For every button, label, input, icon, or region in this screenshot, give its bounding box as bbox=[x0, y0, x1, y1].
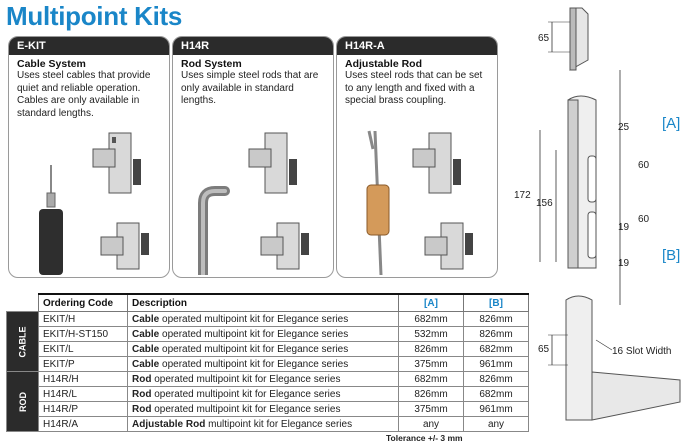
row-description: Rod operated multipoint kit for Elegance… bbox=[127, 386, 399, 402]
dim-bottom: 65 bbox=[538, 344, 550, 355]
col-description: Description bbox=[127, 293, 399, 312]
col-b: [B] bbox=[463, 293, 529, 312]
table-row: H14R/A Adjustable Rod multipoint kit for… bbox=[7, 416, 529, 432]
dim-middle: 156 bbox=[536, 198, 553, 209]
table-row: ROD H14R/H Rod operated multipoint kit f… bbox=[6, 371, 529, 432]
dim-top: 65 bbox=[538, 33, 550, 44]
technical-drawing: 65 [A] [B] 25 60 60 172 156 19 19 65 16 … bbox=[514, 7, 681, 421]
row-a: 375mm bbox=[398, 401, 464, 417]
col-a: [A] bbox=[398, 293, 464, 312]
row-a: 826mm bbox=[398, 386, 464, 402]
row-a: any bbox=[398, 416, 464, 432]
ordering-table: Ordering Code Description [A] [B] CABLE … bbox=[6, 293, 529, 432]
table-row: EKIT/P Cable operated multipoint kit for… bbox=[7, 356, 529, 372]
panel-subtitle: Rod System bbox=[181, 58, 242, 70]
dim-total: 172 bbox=[514, 190, 531, 201]
row-b: 682mm bbox=[463, 386, 529, 402]
row-a: 532mm bbox=[398, 326, 464, 342]
panel-subtitle: Cable System bbox=[17, 58, 86, 70]
table-row: EKIT/H-ST150 Cable operated multipoint k… bbox=[7, 326, 529, 342]
row-code: H14R/A bbox=[38, 416, 128, 432]
row-description: Adjustable Rod multipoint kit for Elegan… bbox=[127, 416, 399, 432]
dim-slot-w: 19 bbox=[618, 222, 630, 233]
dim-slot-upper: 60 bbox=[638, 160, 650, 171]
row-code: EKIT/H-ST150 bbox=[38, 326, 128, 342]
dim-slot-w2: 19 bbox=[618, 258, 630, 269]
panel-h14r: H14R Rod System Uses simple steel rods t… bbox=[172, 36, 334, 278]
panel-description: Uses steel cables that provide quiet and… bbox=[17, 70, 151, 119]
table-row: CABLE EKIT/H Cable operated multipoint k… bbox=[6, 311, 529, 372]
panel-ekit: E-KIT Cable System Uses steel cables tha… bbox=[8, 36, 170, 278]
col-ordering-code: Ordering Code bbox=[38, 293, 128, 312]
tolerance-note: Tolerance +/- 3 mm bbox=[386, 433, 463, 443]
group-spacer bbox=[6, 294, 39, 312]
row-code: EKIT/P bbox=[38, 356, 128, 372]
panel-header: H14R-A bbox=[337, 37, 497, 55]
row-code: H14R/L bbox=[38, 386, 128, 402]
panel-subtitle: Adjustable Rod bbox=[345, 58, 423, 70]
row-a: 826mm bbox=[398, 341, 464, 357]
table-row: H14R/P Rod operated multipoint kit for E… bbox=[7, 401, 529, 417]
group-label-rod: ROD bbox=[6, 371, 39, 432]
table-row: H14R/L Rod operated multipoint kit for E… bbox=[7, 386, 529, 402]
table-row: EKIT/L Cable operated multipoint kit for… bbox=[7, 341, 529, 357]
row-code: H14R/P bbox=[38, 401, 128, 417]
dim-label-b: [B] bbox=[662, 247, 680, 264]
row-code: EKIT/H bbox=[38, 311, 128, 327]
panel-h14r-a: H14R-A Adjustable Rod Uses steel rods th… bbox=[336, 36, 498, 278]
row-code: EKIT/L bbox=[38, 341, 128, 357]
row-description: Rod operated multipoint kit for Elegance… bbox=[127, 371, 399, 387]
panel-header: H14R bbox=[173, 37, 333, 55]
panel-description: Uses steel rods that can be set to any l… bbox=[345, 70, 483, 106]
row-description: Rod operated multipoint kit for Elegance… bbox=[127, 401, 399, 417]
row-description: Cable operated multipoint kit for Elegan… bbox=[127, 341, 399, 357]
row-a: 375mm bbox=[398, 356, 464, 372]
adjustable-rod-kit-illustration bbox=[366, 130, 473, 275]
dim-width: 25 bbox=[618, 122, 630, 133]
rod-kit-illustration bbox=[198, 132, 309, 275]
row-b: any bbox=[463, 416, 529, 432]
row-a: 682mm bbox=[398, 311, 464, 327]
cable-kit-illustration bbox=[39, 132, 149, 275]
page-title: Multipoint Kits bbox=[6, 1, 183, 31]
panel-header: E-KIT bbox=[9, 37, 169, 55]
panel-description: Uses simple steel rods that are only ava… bbox=[181, 70, 319, 106]
row-description: Cable operated multipoint kit for Elegan… bbox=[127, 356, 399, 372]
dim-label-a: [A] bbox=[662, 115, 680, 132]
dim-slot-note: 16 Slot Width bbox=[612, 346, 671, 357]
row-code: H14R/H bbox=[38, 371, 128, 387]
row-description: Cable operated multipoint kit for Elegan… bbox=[127, 311, 399, 327]
row-description: Cable operated multipoint kit for Elegan… bbox=[127, 326, 399, 342]
group-label-cable: CABLE bbox=[6, 311, 39, 372]
dim-slot-lower: 60 bbox=[638, 214, 650, 225]
row-a: 682mm bbox=[398, 371, 464, 387]
